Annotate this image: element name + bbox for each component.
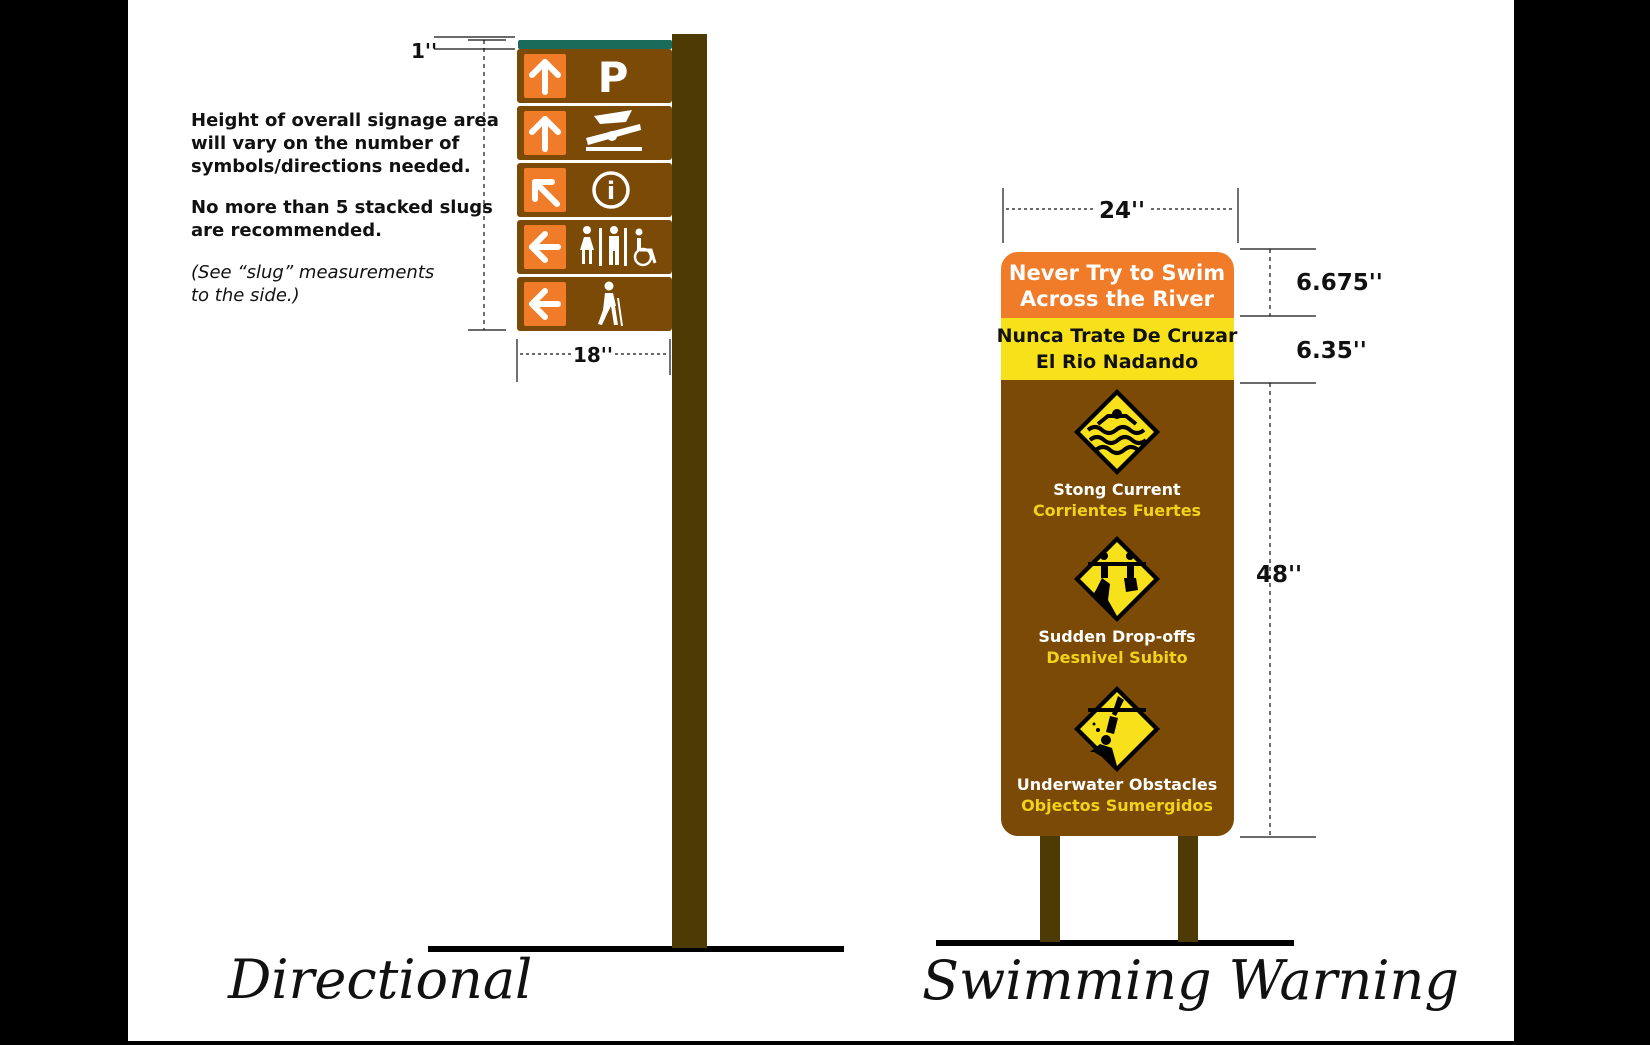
up-left-arrow-icon bbox=[532, 179, 560, 207]
dimension-label-yellow-band: 6.35'' bbox=[1296, 338, 1367, 364]
svg-text:i: i bbox=[607, 177, 615, 205]
directional-post bbox=[672, 34, 707, 948]
note-line: symbols/directions needed. bbox=[191, 156, 471, 177]
information-icon: i bbox=[592, 171, 630, 209]
parking-icon: P bbox=[598, 53, 629, 102]
directional-caption: Directional bbox=[227, 948, 532, 1011]
up-arrow-icon bbox=[529, 59, 561, 95]
restrooms-accessible-icon bbox=[580, 226, 657, 267]
warning-height-dimension bbox=[1240, 248, 1316, 838]
width-dimension bbox=[516, 339, 671, 382]
hazard-drop-offs: Sudden Drop-offs Desnivel Subito bbox=[1038, 536, 1196, 667]
up-arrow-icon bbox=[529, 116, 561, 152]
boat-launch-icon bbox=[586, 110, 642, 151]
hazard-strong-current: Stong Current Corrientes Fuertes bbox=[1033, 389, 1201, 520]
hazard-label-spanish: Corrientes Fuertes bbox=[1033, 501, 1201, 520]
drop-off-icon bbox=[1074, 536, 1160, 622]
warning-width-dimension bbox=[1002, 188, 1239, 243]
slug-information: i bbox=[517, 163, 672, 217]
hazard-underwater-obstacles: Underwater Obstacles Objectos Sumergidos bbox=[1017, 686, 1217, 815]
hazard-label-english: Underwater Obstacles bbox=[1017, 775, 1217, 794]
note-line: (See “slug” measurements bbox=[191, 262, 434, 283]
paper-background bbox=[128, 0, 1514, 1041]
dimension-label-orange-band: 6.675'' bbox=[1296, 270, 1383, 296]
swimming-warning-sign: Never Try to Swim Across the River Nunca… bbox=[922, 188, 1459, 1012]
hazard-label-spanish: Desnivel Subito bbox=[1046, 648, 1187, 667]
hazard-label-spanish: Objectos Sumergidos bbox=[1021, 796, 1213, 815]
note-line: will vary on the number of bbox=[191, 133, 459, 154]
note-line: are recommended. bbox=[191, 220, 382, 241]
sign-cap bbox=[518, 40, 672, 49]
hiker-icon bbox=[598, 281, 623, 327]
directional-notes: Height of overall signage area will vary… bbox=[191, 110, 499, 306]
note-line: No more than 5 stacked slugs bbox=[191, 197, 493, 218]
strong-current-icon bbox=[1074, 389, 1160, 475]
slug-stack: P bbox=[517, 49, 672, 331]
dimension-label-body: 48'' bbox=[1256, 562, 1302, 588]
height-dimension bbox=[434, 36, 515, 331]
ground-line bbox=[428, 946, 844, 952]
header-spanish-line1: Nunca Trate De Cruzar bbox=[997, 325, 1238, 347]
note-line: Height of overall signage area bbox=[191, 110, 499, 131]
hazard-label-english: Stong Current bbox=[1053, 480, 1181, 499]
swimming-warning-caption: Swimming Warning bbox=[922, 949, 1459, 1012]
dimension-label-cap: 1'' bbox=[411, 39, 437, 63]
ground-line bbox=[936, 940, 1294, 946]
spanish-header-band bbox=[1001, 318, 1234, 380]
directional-sign: P bbox=[191, 34, 844, 1011]
header-spanish-line2: El Rio Nadando bbox=[1036, 351, 1198, 373]
left-arrow-icon bbox=[529, 288, 561, 320]
dimension-label-width: 24'' bbox=[1099, 198, 1145, 224]
sign-leg-right bbox=[1178, 830, 1198, 942]
note-line: to the side.) bbox=[191, 285, 300, 306]
slug-hiking bbox=[517, 277, 672, 331]
header-english-line2: Across the River bbox=[1020, 287, 1215, 311]
left-arrow-icon bbox=[529, 231, 561, 263]
hazard-label-english: Sudden Drop-offs bbox=[1038, 627, 1195, 646]
english-header-band bbox=[1001, 252, 1234, 318]
sign-leg-left bbox=[1040, 830, 1060, 942]
dimension-label-width: 18'' bbox=[573, 343, 613, 367]
slug-parking: P bbox=[517, 49, 672, 103]
underwater-obstacle-icon bbox=[1074, 686, 1160, 772]
slug-boat-launch bbox=[517, 106, 672, 160]
slug-restrooms bbox=[517, 220, 672, 274]
header-english-line1: Never Try to Swim bbox=[1009, 261, 1225, 285]
